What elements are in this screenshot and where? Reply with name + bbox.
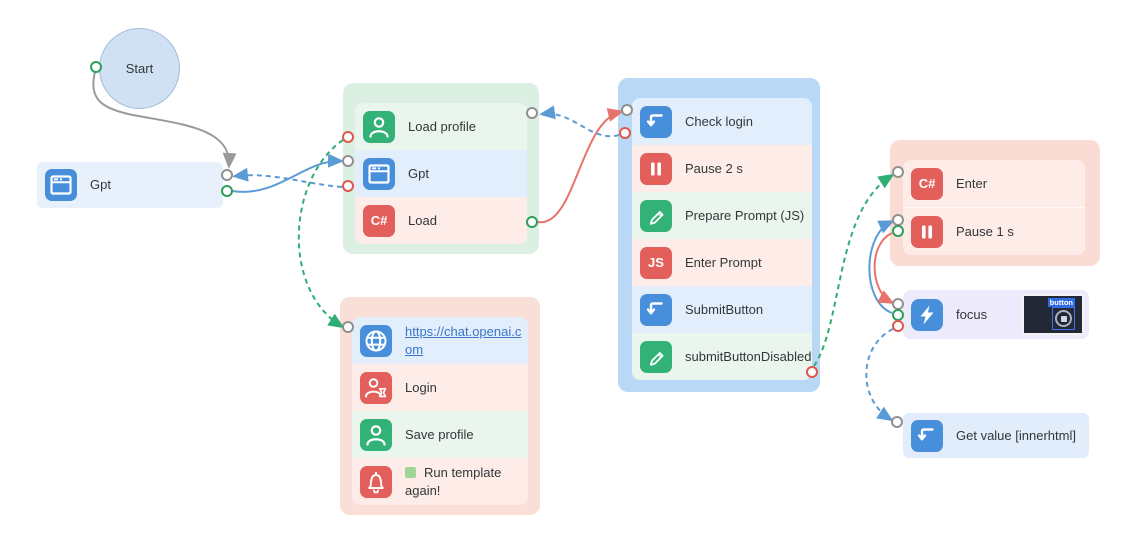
- pause-2s-label: Pause 2 s: [685, 160, 743, 176]
- profile-group[interactable]: Load profile Gpt C# Load: [343, 83, 539, 254]
- edge-start-to-gpt[interactable]: [92, 71, 237, 169]
- port-focus-in[interactable]: [892, 298, 904, 310]
- edge-pause1s-to-focus[interactable]: [873, 232, 895, 304]
- goto-arrow-icon: [911, 419, 943, 452]
- edge-focus-to-getvalue[interactable]: [865, 328, 894, 422]
- prepare-prompt-row[interactable]: Prepare Prompt (JS): [632, 192, 812, 239]
- js-icon: JS: [640, 246, 672, 279]
- load-row-label: Load: [408, 212, 437, 228]
- get-value-label: Get value [innerhtml]: [956, 427, 1076, 443]
- pause-1s-label: Pause 1 s: [956, 223, 1014, 239]
- enter-prompt-row[interactable]: JS Enter Prompt: [632, 239, 812, 286]
- chat-openai-link[interactable]: https://chat.openai.com: [405, 323, 522, 357]
- edge-load-to-checklogin[interactable]: [537, 108, 624, 224]
- port-start-out[interactable]: [90, 61, 102, 73]
- globe-icon: [360, 324, 392, 357]
- save-profile-row[interactable]: Save profile: [352, 411, 528, 458]
- enter-group[interactable]: C# Enter Pause 1 s: [890, 140, 1100, 266]
- user-icon: [363, 110, 395, 143]
- goto-arrow-icon: [640, 105, 672, 138]
- load-profile-label: Load profile: [408, 118, 476, 134]
- browser-window-icon: [363, 157, 395, 190]
- pause-icon: [911, 215, 943, 248]
- edge-checklogin-to-loadprofile[interactable]: [539, 105, 620, 138]
- save-profile-label: Save profile: [405, 426, 474, 442]
- gpt-row[interactable]: Gpt: [355, 150, 527, 197]
- port-focus-out[interactable]: [892, 309, 904, 321]
- element-screenshot-thumbnail[interactable]: button: [1022, 294, 1084, 335]
- start-node[interactable]: Start: [99, 28, 180, 109]
- submit-disabled-row[interactable]: submitButtonDisabled: [632, 333, 812, 380]
- port-pause1s-in[interactable]: [892, 214, 904, 226]
- element-selection-box: [1052, 307, 1075, 330]
- gpt-row-label: Gpt: [408, 165, 429, 181]
- gpt-node-label: Gpt: [90, 177, 111, 193]
- port-gptrow-in[interactable]: [342, 155, 354, 167]
- port-submitdisabled-out[interactable]: [806, 366, 818, 378]
- record-button-glyph: [1055, 310, 1072, 327]
- port-load-out[interactable]: [526, 216, 538, 228]
- port-loadprofile-left[interactable]: [342, 131, 354, 143]
- pause-2s-row[interactable]: Pause 2 s: [632, 145, 812, 192]
- csharp-icon: C#: [911, 167, 943, 200]
- edge-submitdisabled-to-enter[interactable]: [813, 173, 895, 367]
- port-pause1s-out[interactable]: [892, 225, 904, 237]
- goto-arrow-icon: [640, 293, 672, 326]
- port-url-in[interactable]: [342, 321, 354, 333]
- edge-focus-to-pause1s[interactable]: [868, 220, 895, 314]
- port-gpt-out[interactable]: [221, 185, 233, 197]
- start-node-label: Start: [125, 61, 154, 76]
- run-template-row[interactable]: Run template again!: [352, 458, 528, 505]
- port-getvalue-in[interactable]: [891, 416, 903, 428]
- enter-row[interactable]: C# Enter: [903, 160, 1085, 207]
- port-loadprofile-out[interactable]: [526, 107, 538, 119]
- login-row-label: Login: [405, 379, 437, 395]
- port-checklogin-left[interactable]: [619, 127, 631, 139]
- edge-gpt-to-gptrow[interactable]: [231, 153, 344, 193]
- pause-1s-row[interactable]: Pause 1 s: [903, 207, 1085, 255]
- load-profile-row[interactable]: Load profile: [355, 103, 527, 150]
- port-focus-alt-out[interactable]: [892, 320, 904, 332]
- submit-disabled-label: submitButtonDisabled: [685, 348, 812, 364]
- enter-prompt-label: Enter Prompt: [685, 254, 762, 270]
- port-checklogin-in[interactable]: [621, 104, 633, 116]
- submit-button-label: SubmitButton: [685, 301, 764, 317]
- enter-row-label: Enter: [956, 175, 988, 191]
- edge-loadprofile-to-url[interactable]: [297, 139, 345, 329]
- check-login-label: Check login: [685, 113, 753, 129]
- check-login-row[interactable]: Check login: [632, 98, 812, 145]
- gpt-node[interactable]: Gpt: [37, 162, 223, 208]
- login-group[interactable]: https://chat.openai.com Login Save profi…: [340, 297, 540, 515]
- submit-button-row[interactable]: SubmitButton: [632, 286, 812, 333]
- pencil-icon: [640, 199, 672, 232]
- browser-window-icon: [45, 169, 77, 201]
- green-status-square: [405, 466, 416, 478]
- focus-node[interactable]: focus button: [903, 290, 1089, 339]
- csharp-icon: C#: [363, 204, 395, 237]
- port-gpt-in[interactable]: [221, 169, 233, 181]
- user-wait-icon: [360, 371, 392, 404]
- get-value-node[interactable]: Get value [innerhtml]: [903, 413, 1089, 458]
- run-template-label: Run template again!: [405, 464, 502, 498]
- chat-group[interactable]: Check login Pause 2 s Prepare Prompt (JS…: [618, 78, 820, 392]
- port-enter-in[interactable]: [892, 166, 904, 178]
- pause-icon: [640, 152, 672, 185]
- edge-gptrow-back-to-gpt[interactable]: [232, 167, 343, 188]
- user-icon: [360, 418, 392, 451]
- bell-icon: [360, 465, 392, 498]
- port-gptrow-left[interactable]: [342, 180, 354, 192]
- pencil-icon: [640, 340, 672, 373]
- open-url-row[interactable]: https://chat.openai.com: [352, 317, 528, 364]
- prepare-prompt-label: Prepare Prompt (JS): [685, 207, 805, 223]
- load-row[interactable]: C# Load: [355, 197, 527, 244]
- focus-node-label: focus: [956, 306, 988, 322]
- login-row[interactable]: Login: [352, 364, 528, 411]
- lightning-icon: [911, 298, 943, 331]
- element-tag-badge: button: [1047, 298, 1075, 307]
